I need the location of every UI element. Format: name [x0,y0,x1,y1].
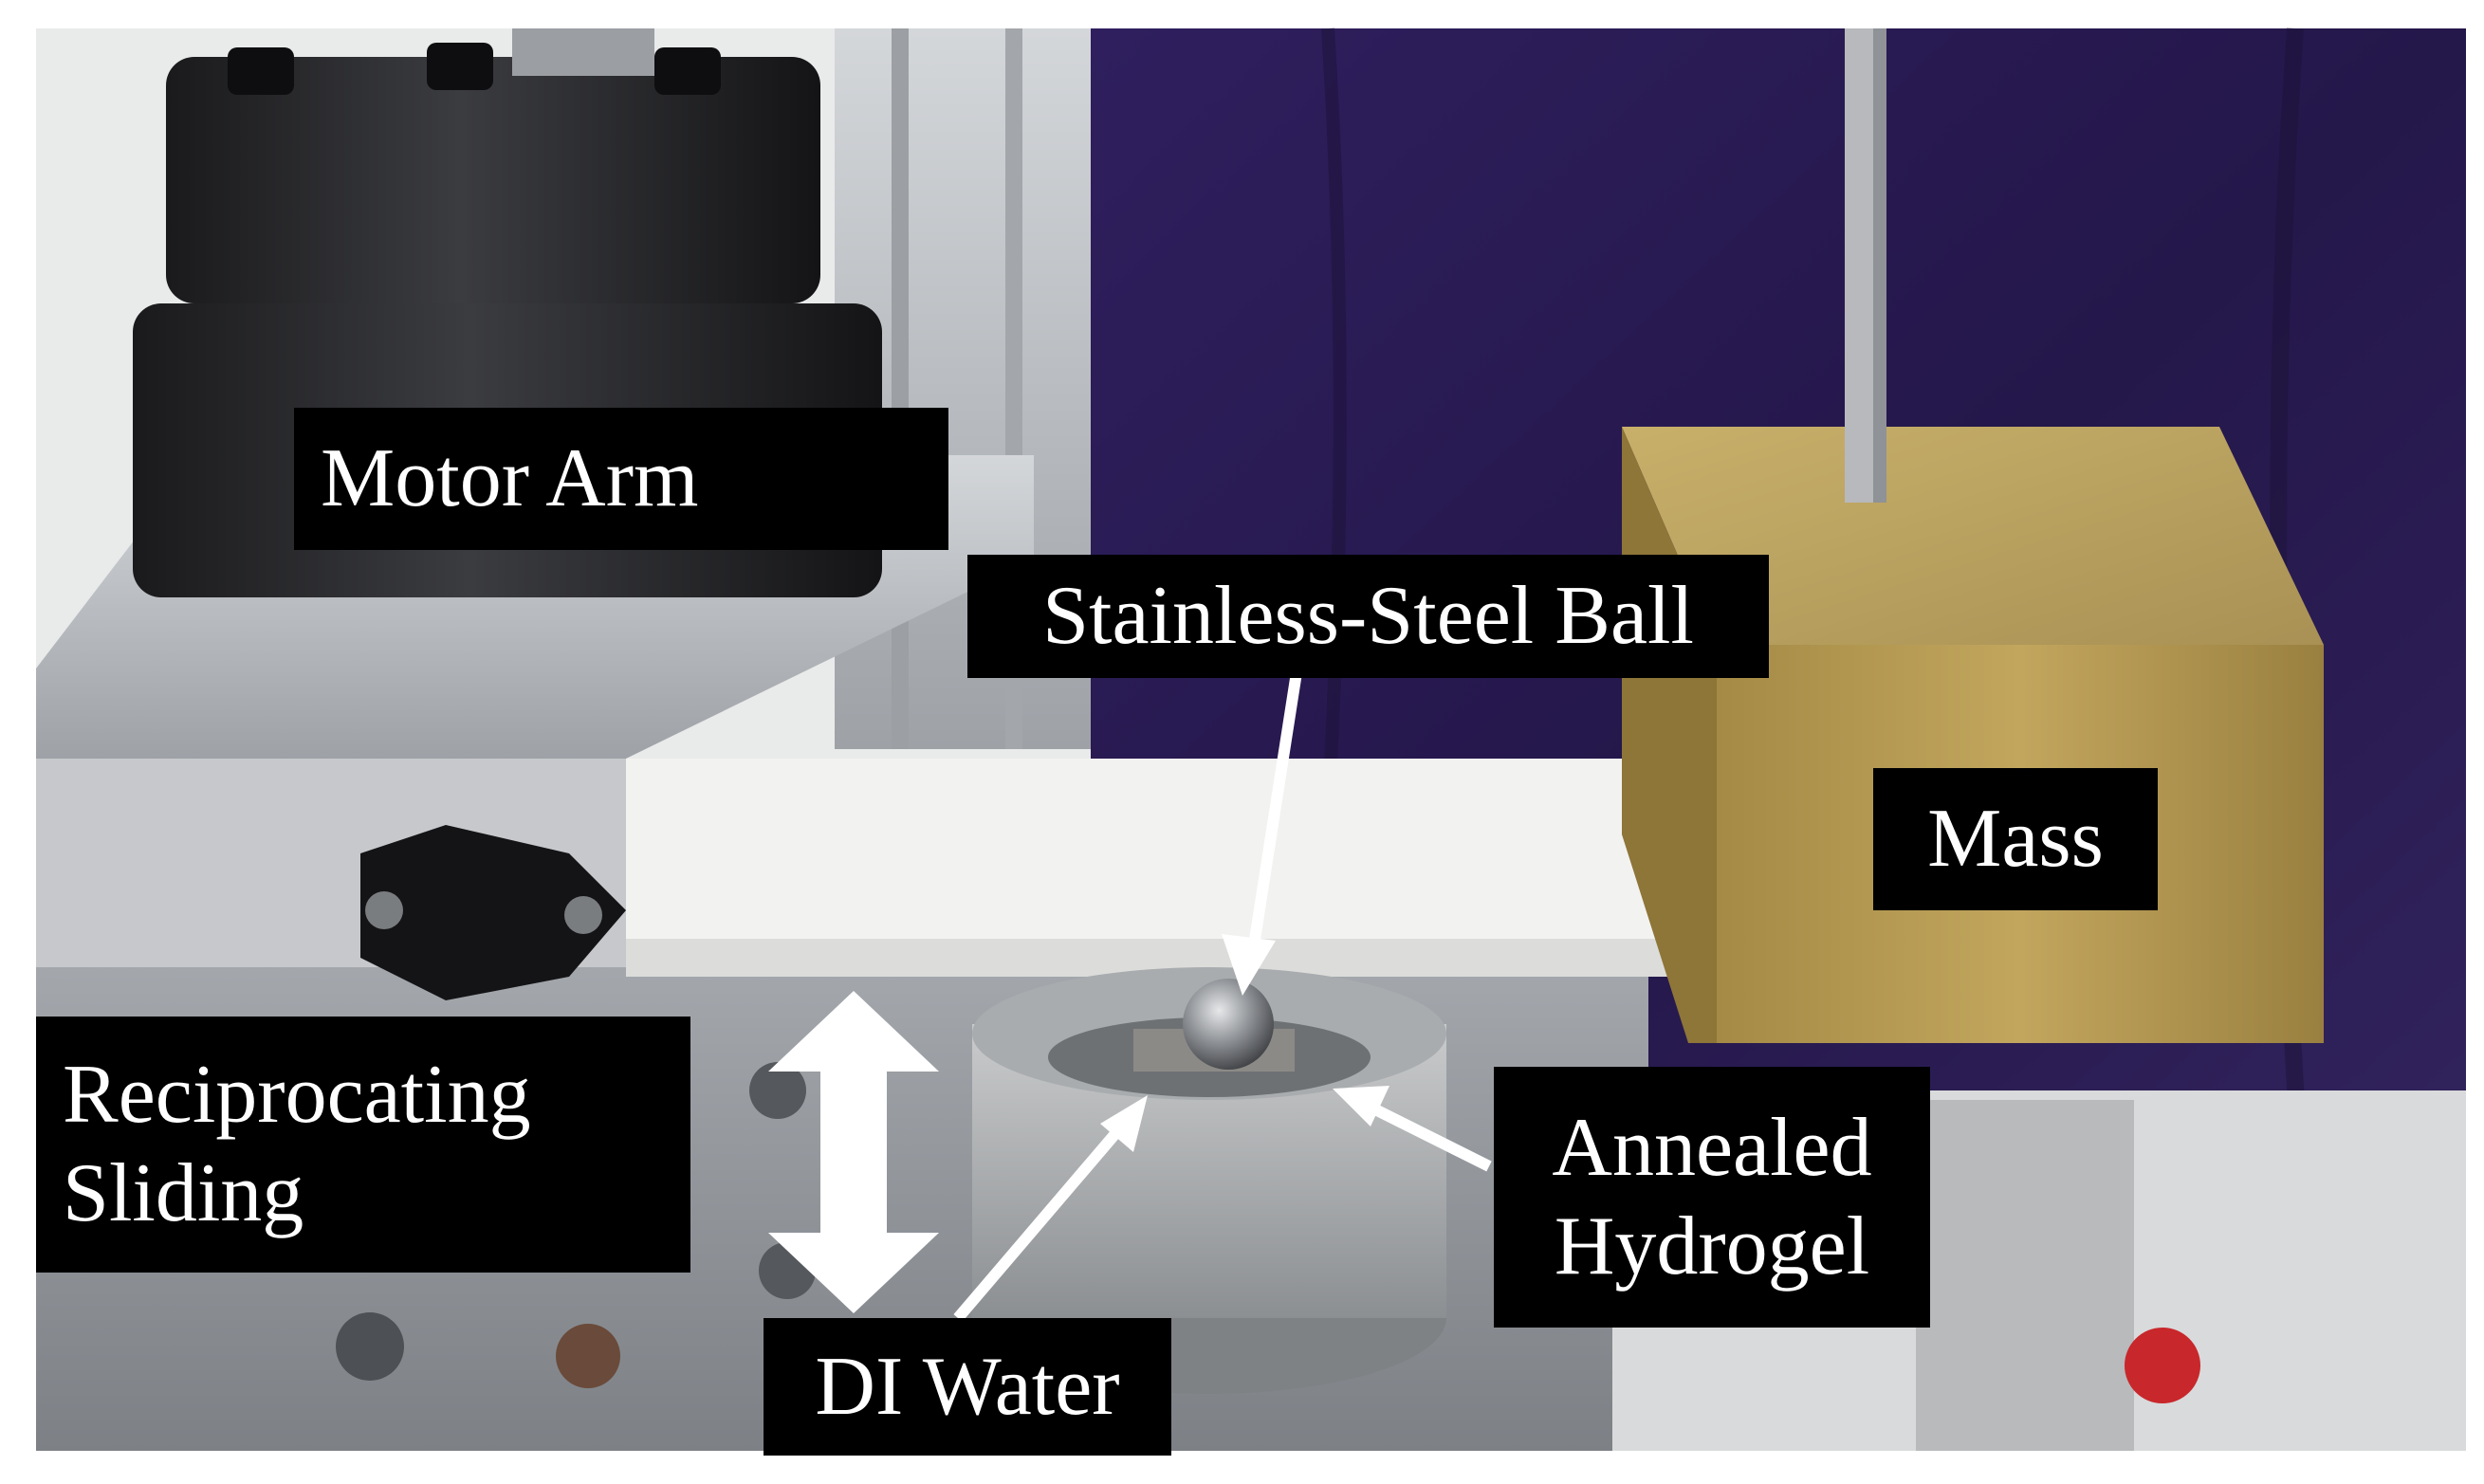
screw-hole [556,1324,620,1388]
steel-ball [1183,979,1274,1070]
motor-bolt [228,47,294,95]
label-mass-text: Mass [1927,793,2104,886]
clamp-screw [365,891,403,929]
hydrogel-arrowhead [1333,1086,1389,1127]
motor-bolt [654,47,721,95]
label-reciprocating-line1: Reciprocating [63,1049,531,1142]
column-groove [892,28,909,749]
label-mass: Mass [1873,768,2158,910]
label-annealed-line1: Annealed [1552,1101,1872,1194]
brass-mass-top [1622,427,2324,645]
label-reciprocating-sliding: Reciprocating Sliding [36,1017,690,1273]
label-di-water: DI Water [764,1318,1171,1456]
motor-shaft [512,28,654,76]
annotation-arrows [768,653,1492,1322]
screw-hole [336,1312,404,1381]
clamp-screw [564,896,602,934]
steel-ball-arrow [1246,653,1305,959]
di-water-arrowhead [1100,1095,1148,1152]
label-di-water-text: DI Water [815,1340,1120,1433]
label-reciprocating-line2: Sliding [63,1147,304,1239]
label-annealed-line2: Hydrogel [1554,1200,1870,1292]
di-water-arrow [953,1120,1129,1322]
label-stainless-steel-ball-text: Stainless-Steel Ball [1042,570,1694,663]
label-stainless-steel-ball: Stainless-Steel Ball [967,555,1769,678]
red-cap [2125,1328,2200,1403]
clamp-block [360,825,626,1000]
label-motor-arm: Motor Arm [294,408,948,550]
hydrogel-arrow [1363,1099,1492,1172]
screw-hole [749,1062,806,1119]
steel-ball-arrowhead [1222,934,1276,996]
label-annealed-hydrogel: Annealed Hydrogel [1494,1067,1930,1328]
reciprocating-double-arrow [768,991,939,1313]
bench-rail [1916,1100,2134,1451]
motor-coupling-top [166,57,820,303]
label-motor-arm-text: Motor Arm [321,432,699,525]
motor-bolt [427,43,493,90]
threaded-rod-shade [1873,28,1886,503]
